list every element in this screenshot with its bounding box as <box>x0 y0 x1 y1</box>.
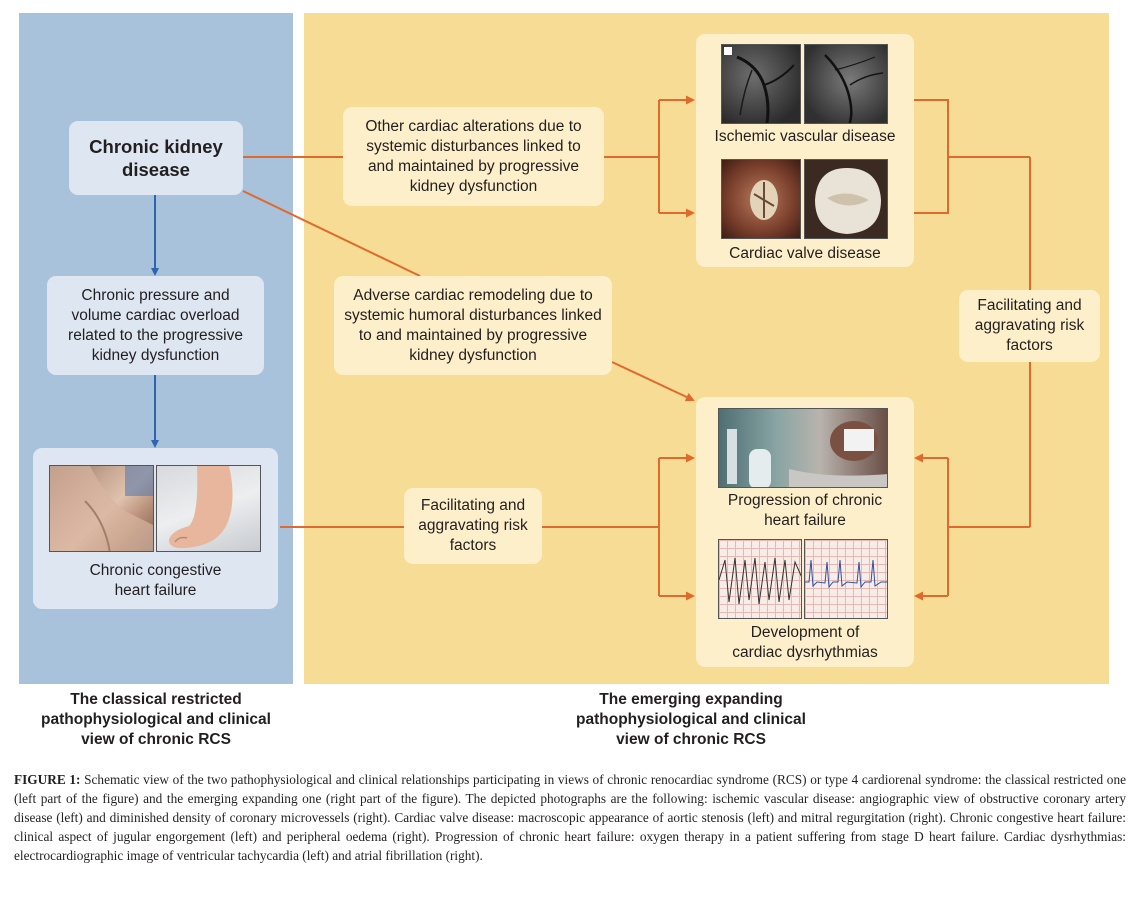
left-panel-title: The classical restricted pathophysiologi… <box>41 691 271 748</box>
chf-card: Chronic congestive heart failure <box>33 448 278 609</box>
af-trace <box>805 559 887 589</box>
facilitating-left-label: Facilitating and aggravating risk factor… <box>418 497 528 554</box>
facilitating-box-right: Facilitating and aggravating risk factor… <box>959 290 1100 362</box>
figure-caption-text: Schematic view of the two pathophysiolog… <box>14 772 1127 863</box>
oxygen-therapy-photo <box>718 408 888 488</box>
bracket-top <box>914 99 949 214</box>
other-alterations-label: Other cardiac alterations due to systemi… <box>365 117 582 195</box>
pressure-overload-label: Chronic pressure and volume cardiac over… <box>68 286 243 364</box>
peripheral-oedema-photo <box>156 465 261 552</box>
figure-caption-label: FIGURE 1: <box>14 772 81 787</box>
remodeling-box: Adverse cardiac remodeling due to system… <box>334 276 612 375</box>
facilitating-right-label: Facilitating and aggravating risk factor… <box>974 297 1085 354</box>
pressure-overload-box: Chronic pressure and volume cardiac over… <box>47 276 264 375</box>
ckd-box-label: Chronic kidney disease <box>89 136 223 180</box>
other-alterations-box: Other cardiac alterations due to systemi… <box>343 107 604 206</box>
valve-caption: Cardiac valve disease <box>729 245 881 262</box>
jugular-engorgement-photo <box>49 465 154 552</box>
coronary-microvessels-right-photo <box>804 44 888 124</box>
dysrhythmia-caption: Development of cardiac dysrhythmias <box>732 624 878 661</box>
foot-shape <box>169 466 233 549</box>
coronary-angiography-left-photo <box>721 44 801 124</box>
oxygen-therapy-scene <box>727 421 887 487</box>
aortic-stenosis-photo <box>721 159 801 239</box>
facilitating-box-left: Facilitating and aggravating risk factor… <box>404 488 542 564</box>
angio-vessels-left <box>724 47 795 123</box>
aortic-valve-shape <box>750 180 778 220</box>
ventricular-tachycardia-ecg <box>718 539 802 619</box>
mitral-valve-shape <box>815 168 881 234</box>
mitral-regurgitation-photo <box>804 159 888 239</box>
chf-caption: Chronic congestive heart failure <box>89 562 222 599</box>
remodeling-label: Adverse cardiac remodeling due to system… <box>344 286 602 364</box>
angio-vessels-right <box>824 54 884 123</box>
line-ckd-to-remodeling <box>242 190 421 277</box>
arrow-remodeling-to-progression <box>611 361 695 402</box>
right-panel-title: The emerging expanding pathophysiologica… <box>576 691 806 748</box>
figure-caption: FIGURE 1: Schematic view of the two path… <box>14 770 1126 865</box>
progression-dysrhythmia-card: Progression of chronic heart failure Dev… <box>696 397 914 667</box>
vt-trace <box>719 557 801 605</box>
ckd-box: Chronic kidney disease <box>69 121 243 195</box>
ischemic-caption: Ischemic vascular disease <box>714 128 896 145</box>
progression-caption: Progression of chronic heart failure <box>727 492 883 529</box>
atrial-fibrillation-ecg <box>804 539 888 619</box>
neck-shape <box>50 466 153 551</box>
ischemic-valve-card: Ischemic vascular disease Cardiac valve … <box>696 34 914 267</box>
